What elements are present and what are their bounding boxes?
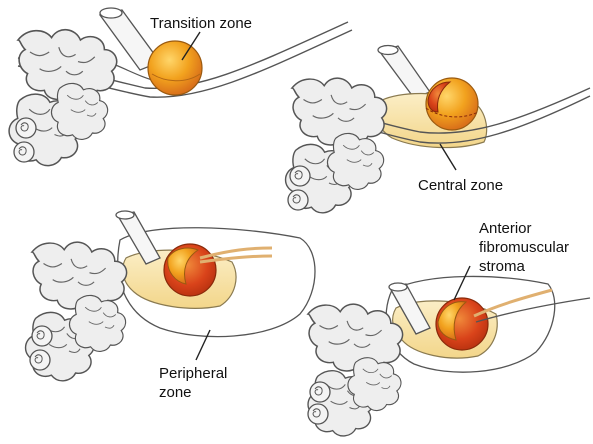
label-anterior-line-3: stroma — [479, 257, 569, 276]
label-anterior-line-1: Anterior — [479, 219, 569, 238]
label-transition-zone: Transition zone — [150, 14, 252, 33]
label-anterior-line-2: fibromuscular — [479, 238, 569, 257]
panel-anterior-fibromuscular-stroma — [308, 266, 590, 436]
label-central-zone: Central zone — [418, 176, 503, 195]
label-anterior-fibromuscular-stroma: Anterior fibromuscular stroma — [479, 219, 569, 276]
label-peripheral-line-2: zone — [159, 383, 227, 402]
panel-peripheral-zone — [26, 211, 315, 381]
label-peripheral-zone: Peripheral zone — [159, 364, 227, 402]
label-peripheral-line-1: Peripheral — [159, 364, 227, 383]
